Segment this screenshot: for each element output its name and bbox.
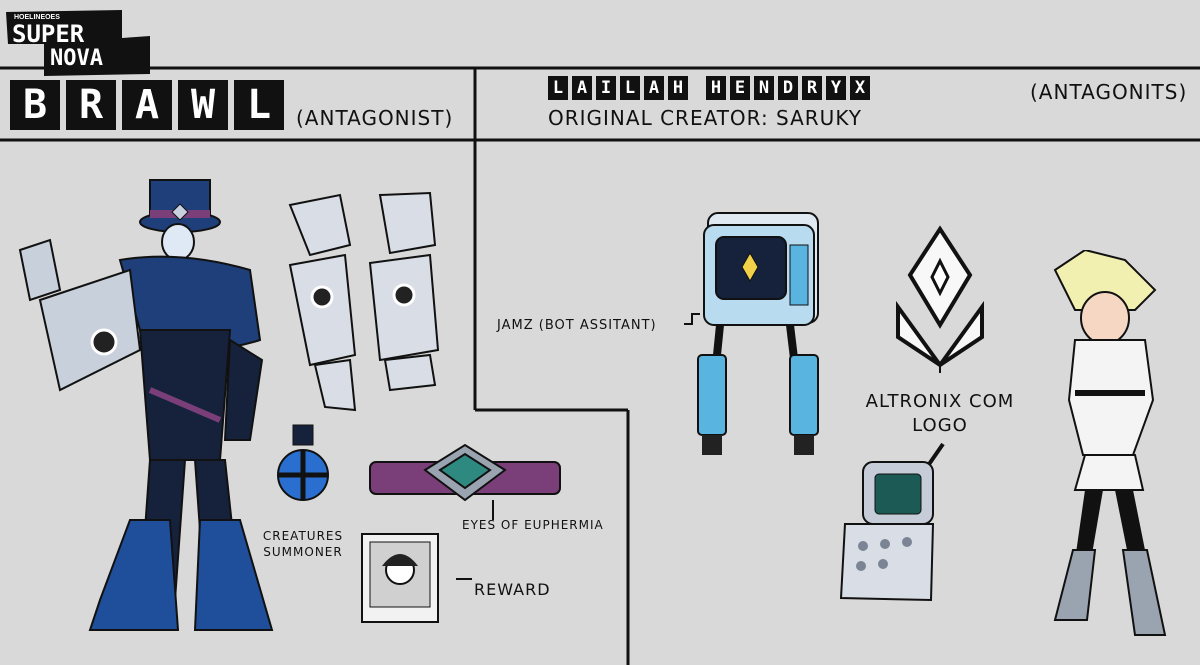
- brawl-letter: L: [234, 80, 284, 130]
- lailah-letter: A: [572, 76, 592, 100]
- brawl-letter: R: [66, 80, 116, 130]
- eyes-pointer: [492, 500, 494, 520]
- lailah-letter: L: [548, 76, 568, 100]
- altronix-label: ALTRONIX COM LOGO: [865, 391, 1015, 436]
- brawl-letter: W: [178, 80, 228, 130]
- logo-badge: [6, 10, 150, 76]
- mech-arm-views: [288, 191, 440, 412]
- reward-label: REWARD: [474, 580, 551, 599]
- lailah-letter: R: [802, 76, 822, 100]
- lailah-letter: L: [620, 76, 640, 100]
- original-creator: ORIGINAL CREATOR: SARUKY: [548, 106, 862, 130]
- jamz-pointer: [684, 313, 700, 325]
- lailah-letter: A: [644, 76, 664, 100]
- lailah-letter: Y: [826, 76, 846, 100]
- lailah-letter: H: [706, 76, 726, 100]
- jamz-label: JAMZ (BOT ASSITANT): [497, 318, 657, 333]
- reward-dash: [456, 578, 472, 580]
- summoner-orb-art: [277, 424, 329, 501]
- eyes-belt-art: [369, 443, 561, 502]
- com-device-art: [839, 442, 945, 602]
- altronix-logo-art: [896, 225, 984, 373]
- reward-photo-art: [361, 533, 439, 623]
- lailah-letter: D: [778, 76, 798, 100]
- lailah-letter: H: [668, 76, 688, 100]
- brawl-role: (ANTAGONIST): [296, 106, 454, 130]
- brawl-letter: A: [122, 80, 172, 130]
- lailah-character-art: [1053, 250, 1167, 636]
- logo-small-text: HOELINEOES: [14, 14, 60, 21]
- lailah-letter: N: [754, 76, 774, 100]
- lailah-letter: X: [850, 76, 870, 100]
- eyes-label: EYES OF EUPHERMIA: [462, 518, 604, 532]
- title-space: [692, 76, 702, 100]
- lailah-letter: I: [596, 76, 616, 100]
- brawl-character-art: [18, 179, 274, 631]
- lailah-role: (ANTAGONITS): [1030, 80, 1188, 104]
- creatures-summoner-label: CREATURES SUMMONER: [262, 529, 344, 559]
- jamz-bot-art: [697, 212, 819, 455]
- brawl-letter: B: [10, 80, 60, 130]
- lailah-letter: E: [730, 76, 750, 100]
- logo-line1: SUPER: [12, 20, 85, 48]
